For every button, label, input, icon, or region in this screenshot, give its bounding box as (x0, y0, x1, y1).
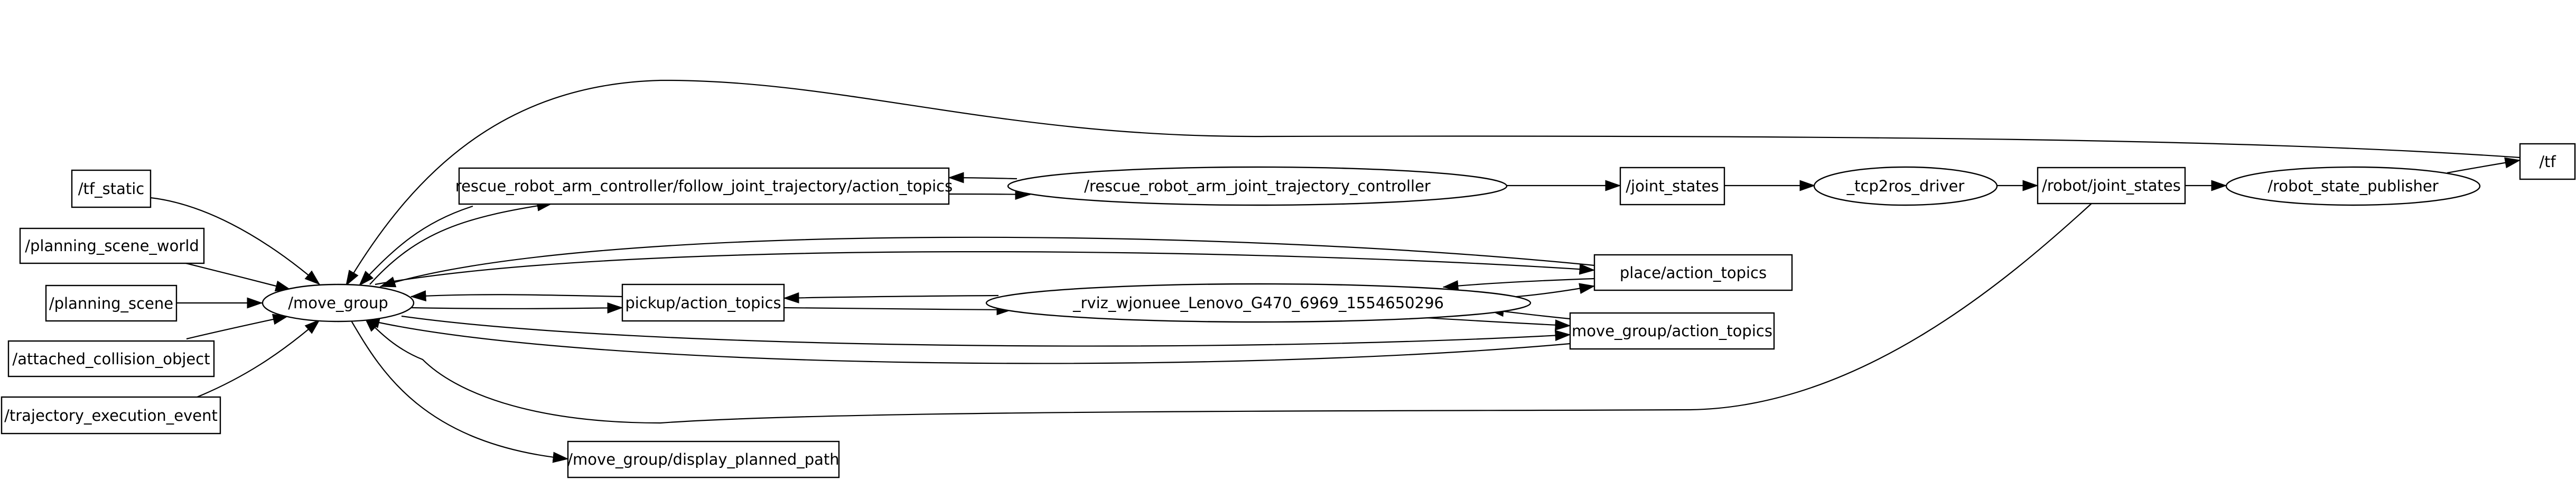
topic-label: /planning_scene (49, 294, 173, 312)
topic-robot-joint-states[interactable]: /robot/joint_states (2037, 167, 2186, 205)
edge-robot-joint-states-to-move-group (363, 202, 2093, 424)
edge-rviz-to-pickup (783, 292, 999, 303)
topic-move-group-action[interactable]: move_group/action_topics (1569, 312, 1775, 350)
topic-nodes: /tf_static /planning_scene_world /planni… (1, 143, 2576, 478)
topic-pickup[interactable]: pickup/action_topics (621, 283, 785, 322)
edge-place-to-move-group (379, 236, 1595, 288)
edges (150, 79, 2521, 463)
edge-planning-scene-world-to-move-group (183, 262, 292, 292)
node-label: /rescue_robot_arm_joint_trajectory_contr… (1084, 177, 1431, 195)
edge-move-group-to-follow-joint-trajectory (369, 200, 553, 285)
topic-planning-scene-world[interactable]: /planning_scene_world (19, 227, 205, 264)
topic-place[interactable]: place/action_topics (1593, 254, 1793, 291)
topic-label: pickup/action_topics (625, 294, 781, 312)
topic-label: /attached_collision_object (12, 350, 210, 368)
node-label: _rviz_wjonuee_Lenovo_G470_6969_155465029… (1072, 294, 1444, 312)
edge-move-group-to-display-planned-path (351, 320, 569, 463)
topic-trajectory-execution-event[interactable]: /trajectory_execution_event (1, 396, 221, 435)
node-label: /move_group (288, 294, 388, 312)
topic-label: move_group/action_topics (1572, 322, 1772, 340)
topic-label: /robot/joint_states (2042, 177, 2181, 195)
topic-label: place/action_topics (1620, 264, 1767, 282)
topic-label: /tf_static (78, 180, 144, 198)
topic-label: rescue_robot_arm_controller/follow_joint… (455, 177, 953, 195)
topic-label: /trajectory_execution_event (4, 407, 218, 425)
node-trajectory-controller[interactable]: /rescue_robot_arm_joint_trajectory_contr… (1007, 166, 1508, 206)
topic-label: /move_group/display_planned_path (567, 450, 839, 468)
topic-planning-scene[interactable]: /planning_scene (45, 284, 178, 322)
edge-move-group-action-to-move-group (363, 317, 1571, 364)
topic-label: /planning_scene_world (25, 237, 199, 255)
topic-label: /joint_states (1626, 177, 1719, 195)
node-label: /robot_state_publisher (2267, 177, 2438, 195)
node-label: _tcp2ros_driver (1846, 177, 1965, 195)
edge-tf-to-move-group (346, 79, 2521, 287)
edge-trajectory-event-to-move-group (197, 319, 321, 398)
node-move-group[interactable]: /move_group (262, 283, 415, 323)
topic-tf[interactable]: /tf (2519, 143, 2576, 180)
edge-pickup-to-move-group (410, 290, 623, 302)
ros-nodes: /move_group /rescue_robot_arm_joint_traj… (262, 166, 2481, 323)
topic-follow-joint-trajectory[interactable]: rescue_robot_arm_controller/follow_joint… (455, 167, 953, 205)
edge-move-group-to-place (375, 251, 1595, 285)
topic-display-planned-path[interactable]: /move_group/display_planned_path (567, 440, 840, 478)
edge-follow-joint-trajectory-to-move-group (358, 205, 473, 287)
topic-tf-static[interactable]: /tf_static (71, 169, 152, 208)
topic-attached-collision-object[interactable]: /attached_collision_object (7, 340, 215, 377)
edge-move-group-to-move-group-action (401, 315, 1571, 347)
edge-tf-static-to-move-group (150, 197, 321, 285)
edge-controller-to-follow-joint-trajectory (948, 172, 1018, 183)
node-tcp2ros-driver[interactable]: _tcp2ros_driver (1813, 166, 1998, 206)
edge-pickup-to-rviz (783, 304, 1013, 316)
edge-attached-collision-to-move-group (186, 314, 289, 340)
node-robot-state-publisher[interactable]: /robot_state_publisher (2225, 166, 2481, 206)
edge-rsp-to-tf (2447, 157, 2521, 174)
edge-place-to-rviz (1442, 278, 1595, 291)
node-rviz[interactable]: _rviz_wjonuee_Lenovo_G470_6969_155465029… (985, 283, 1532, 323)
topic-joint-states[interactable]: /joint_states (1619, 167, 1725, 206)
edge-rviz-to-place (1510, 283, 1595, 298)
edge-follow-joint-trajectory-to-controller (948, 189, 1031, 200)
edge-move-group-to-pickup (410, 302, 623, 314)
topic-label: /tf (2539, 153, 2556, 171)
